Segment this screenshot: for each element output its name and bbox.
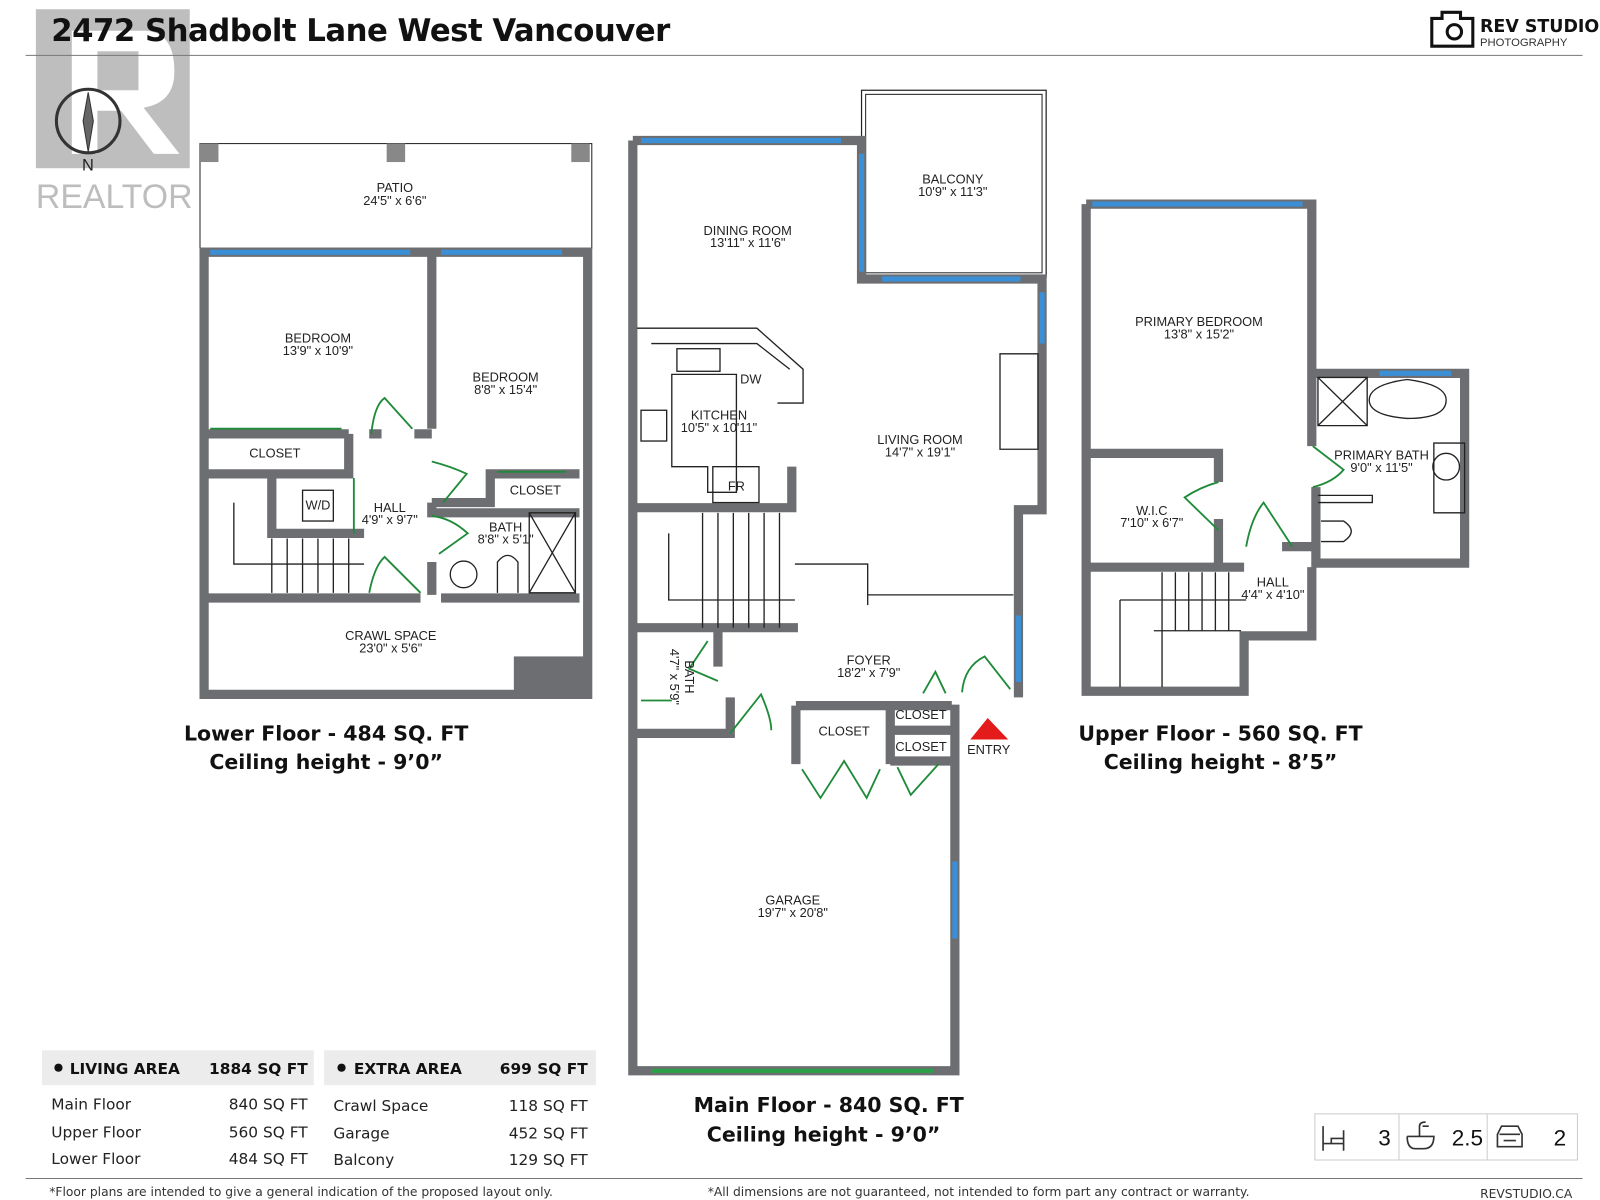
- room-name: KITCHEN: [691, 407, 747, 422]
- room-dims: 10'9" x 11'3": [918, 184, 987, 199]
- svg-text:118 SQ FT: 118 SQ FT: [509, 1097, 589, 1115]
- svg-text:Lower Floor: Lower Floor: [51, 1150, 141, 1168]
- upper-floor-plan: [1081, 199, 1470, 696]
- room-name: CRAWL SPACE: [345, 628, 436, 643]
- svg-text:LIVING AREA: LIVING AREA: [70, 1060, 180, 1078]
- svg-text:840 SQ FT: 840 SQ FT: [229, 1096, 309, 1114]
- room-name: FOYER: [847, 653, 891, 668]
- washer-dryer-label: W/D: [305, 498, 330, 513]
- room-dims: 13'9" x 10'9": [283, 343, 353, 358]
- entry-label: ENTRY: [967, 742, 1011, 757]
- car-icon: [1496, 1125, 1523, 1148]
- room-name: PRIMARY BATH: [1334, 447, 1429, 462]
- upper-floor-ceiling: Ceiling height - 8’5”: [1104, 750, 1338, 774]
- svg-text:REV STUDIO: REV STUDIO: [1480, 17, 1599, 37]
- parking-count: 2: [1554, 1126, 1567, 1151]
- room-name: W.I.C: [1136, 503, 1167, 518]
- svg-text:560 SQ FT: 560 SQ FT: [229, 1123, 309, 1141]
- room-dims: 18'2" x 7'9": [837, 665, 900, 680]
- property-summary: 3 2.5 2: [1314, 1113, 1578, 1161]
- bathroom-count: 2.5: [1452, 1126, 1483, 1151]
- website-link[interactable]: REVSTUDIO.CA: [1480, 1187, 1573, 1200]
- room-name: CLOSET: [249, 445, 300, 460]
- room-name: BEDROOM: [473, 370, 539, 385]
- main-floor-caption: Main Floor - 840 SQ. FT: [694, 1093, 964, 1117]
- room-dims: 4'4" x 4'10": [1241, 587, 1304, 602]
- room-name: GARAGE: [765, 893, 820, 908]
- realtor-watermark: REALTOR: [35, 9, 193, 216]
- room-dims: 4'9" x 9'7": [362, 512, 418, 527]
- room-name: CLOSET: [895, 707, 946, 722]
- room-dims: 8'8" x 15'4": [474, 382, 537, 397]
- room-dims: 24'5" x 6'6": [363, 193, 426, 208]
- room-name: BATH: [682, 660, 697, 693]
- room-name: LIVING ROOM: [877, 432, 962, 447]
- svg-text:PHOTOGRAPHY: PHOTOGRAPHY: [1480, 37, 1568, 49]
- room-dims: 10'5" x 10'11": [681, 420, 757, 435]
- rev-studio-logo: REV STUDIO PHOTOGRAPHY: [1430, 10, 1599, 49]
- room-dims: 23'0" x 5'6": [359, 640, 422, 655]
- room-dims: 14'7" x 19'1": [885, 444, 955, 459]
- svg-text:Crawl Space: Crawl Space: [333, 1097, 428, 1115]
- svg-text:Main Floor: Main Floor: [51, 1096, 132, 1114]
- room-name: BATH: [489, 519, 522, 534]
- lower-floor-plan: [199, 143, 593, 699]
- room-name: CLOSET: [895, 739, 946, 754]
- svg-text:Garage: Garage: [333, 1124, 389, 1142]
- room-name: BEDROOM: [285, 331, 351, 346]
- lower-floor-caption: Lower Floor - 484 SQ. FT: [184, 722, 468, 746]
- upper-floor-caption: Upper Floor - 560 SQ. FT: [1078, 722, 1362, 746]
- room-name: HALL: [374, 500, 406, 515]
- room-dims: 19'7" x 20'8": [758, 905, 828, 920]
- room-name: CLOSET: [510, 482, 561, 497]
- svg-text:484 SQ FT: 484 SQ FT: [229, 1150, 309, 1168]
- extra-area-table: EXTRA AREA 699 SQ FT Crawl Space 118 SQ …: [324, 1050, 596, 1169]
- svg-text:Balcony: Balcony: [333, 1151, 394, 1169]
- svg-text:129 SQ FT: 129 SQ FT: [509, 1151, 589, 1169]
- bathtub-icon: [1406, 1121, 1435, 1150]
- room-name: PRIMARY BEDROOM: [1135, 314, 1263, 329]
- page-title: 2472 Shadbolt Lane West Vancouver: [51, 13, 671, 49]
- svg-text:452 SQ FT: 452 SQ FT: [509, 1124, 589, 1142]
- bed-icon: [1322, 1126, 1345, 1151]
- room-dims: 7'10" x 6'7": [1120, 515, 1183, 530]
- lower-floor-ceiling: Ceiling height - 9’0”: [209, 750, 443, 774]
- fridge-label: FR: [728, 478, 745, 493]
- room-dims: 8'8" x 5'1": [478, 532, 534, 547]
- room-dims: 13'8" x 15'2": [1164, 326, 1234, 341]
- bedroom-count: 3: [1378, 1126, 1391, 1151]
- room-name: DINING ROOM: [704, 223, 792, 238]
- room-dims: 4'7" x 5'9": [667, 649, 682, 705]
- dishwasher-label: DW: [740, 372, 762, 387]
- room-name: PATIO: [377, 180, 414, 195]
- disclaimer-left: *Floor plans are intended to give a gene…: [49, 1185, 553, 1199]
- living-area-table: LIVING AREA 1884 SQ FT Main Floor 840 SQ…: [42, 1050, 314, 1168]
- svg-text:699 SQ FT: 699 SQ FT: [500, 1060, 588, 1078]
- main-floor-ceiling: Ceiling height - 9’0”: [707, 1123, 941, 1147]
- room-dims: 9'0" x 11'5": [1350, 460, 1412, 475]
- room-dims: 13'11" x 11'6": [710, 235, 786, 250]
- svg-text:REALTOR: REALTOR: [36, 178, 193, 216]
- room-name: HALL: [1257, 575, 1289, 590]
- main-floor-plan: [628, 89, 1047, 1076]
- svg-text:1884 SQ FT: 1884 SQ FT: [209, 1060, 308, 1078]
- room-name: CLOSET: [818, 723, 869, 738]
- svg-text:Upper Floor: Upper Floor: [51, 1123, 141, 1141]
- disclaimer-right: *All dimensions are not guaranteed, not …: [708, 1185, 1250, 1199]
- room-name: BALCONY: [922, 172, 984, 187]
- svg-text:N: N: [82, 156, 94, 174]
- svg-text:EXTRA AREA: EXTRA AREA: [354, 1060, 462, 1078]
- compass-icon: N: [54, 87, 122, 174]
- entry-marker-icon: [970, 717, 1009, 740]
